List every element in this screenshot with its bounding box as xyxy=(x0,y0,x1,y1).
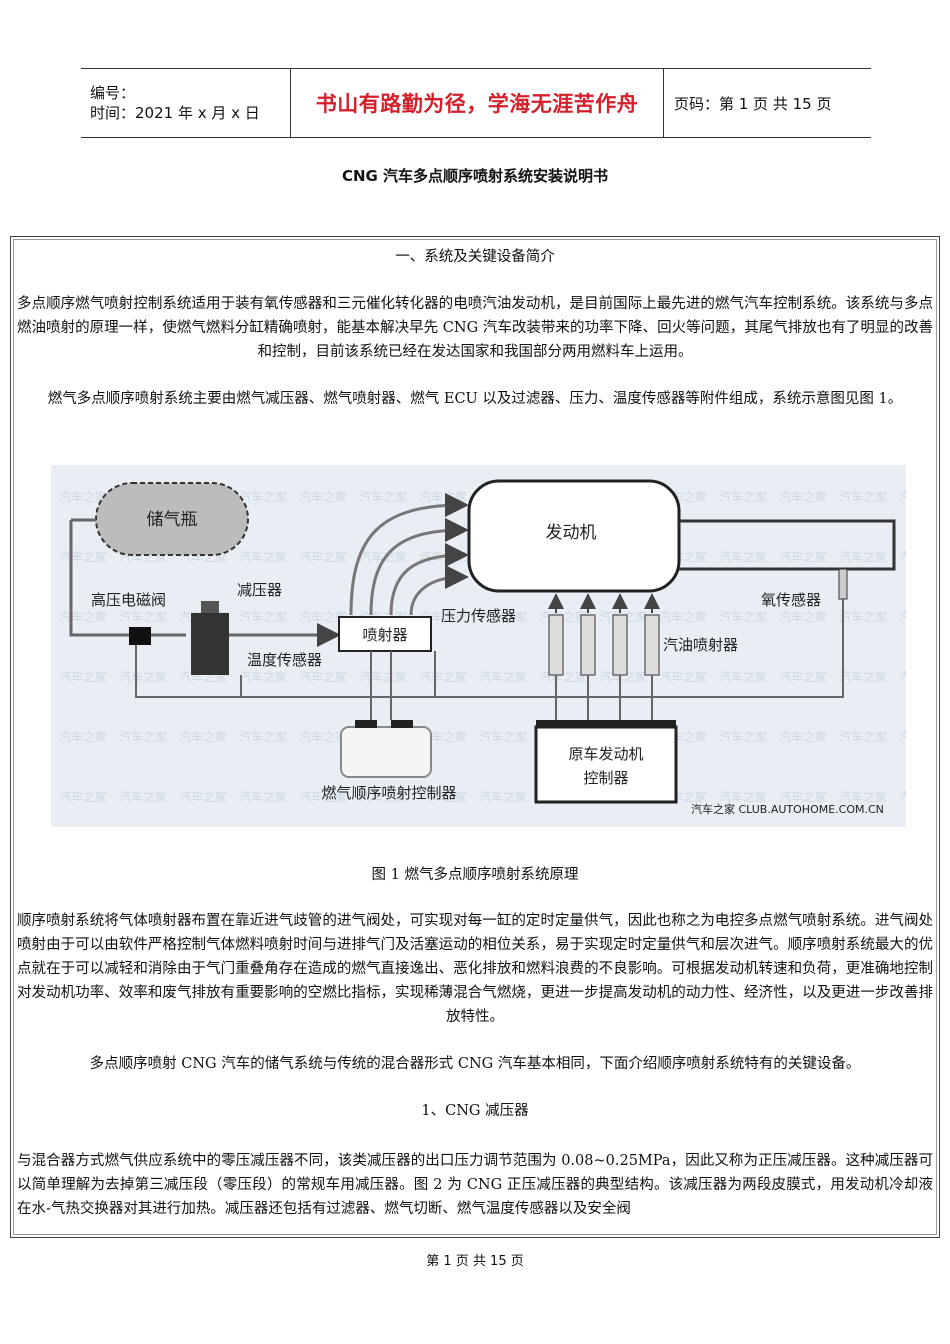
content-box: 一、系统及关键设备简介 多点顺序燃气喷射控制系统适用于装有氧传感器和三元催化转化… xyxy=(10,236,940,1238)
solenoid-label: 高压电磁阀 xyxy=(91,591,166,609)
pressure-sensor-label: 压力传感器 xyxy=(441,607,516,625)
exhaust-pipe xyxy=(679,519,896,571)
oxygen-sensor-label: 氧传感器 xyxy=(761,591,821,609)
section-heading: 一、系统及关键设备简介 xyxy=(395,249,555,265)
paragraph-5: 与混合器方式燃气供应系统中的零压减压器不同，该类减压器的出口压力调节范围为 0.… xyxy=(17,1153,933,1217)
paragraph-3: 顺序喷射系统将气体喷射器布置在靠近进气歧管的进气阀处，可实现对每一缸的定时定量供… xyxy=(17,913,933,1025)
injector-label: 喷射器 xyxy=(362,626,407,644)
original-ecu-label-2: 控制器 xyxy=(583,769,628,787)
original-ecu-label-1: 原车发动机 xyxy=(568,745,643,763)
time-label: 时间：2021 年 x 月 x 日 xyxy=(90,104,260,122)
oxygen-sensor xyxy=(838,568,848,600)
paragraph-1: 多点顺序燃气喷射控制系统适用于装有氧传感器和三元催化转化器的电喷汽油发动机，是目… xyxy=(17,296,933,360)
figure-caption: 图 1 燃气多点顺序喷射系统原理 xyxy=(371,867,579,883)
number-label: 编号： xyxy=(90,84,136,102)
gas-controller-label: 燃气顺序喷射控制器 xyxy=(321,784,456,802)
paragraph-2: 燃气多点顺序喷射系统主要由燃气减压器、燃气喷射器、燃气 ECU 以及过滤器、压力… xyxy=(47,391,903,407)
page-footer: 第 1 页 共 15 页 xyxy=(426,1254,524,1269)
motto: 书山有路勤为径，学海无涯苦作舟 xyxy=(315,92,639,116)
document-title: CNG 汽车多点顺序喷射系统安装说明书 xyxy=(341,167,609,185)
original-ecu xyxy=(534,725,678,804)
injector-rail xyxy=(338,616,432,652)
solenoid-valve xyxy=(129,627,151,645)
engine xyxy=(467,479,681,593)
high-pressure-line xyxy=(69,518,131,637)
signal-wiring xyxy=(135,599,844,727)
header-table: 编号： 时间：2021 年 x 月 x 日 书山有路勤为径，学海无涯苦作舟 页码… xyxy=(81,68,871,138)
injector-arrows xyxy=(548,593,660,613)
gasoline-injectors xyxy=(548,614,660,676)
tank-label: 储气瓶 xyxy=(147,510,198,530)
temp-sensor-label: 温度传感器 xyxy=(247,651,322,669)
page-info: 页码：第 1 页 共 15 页 xyxy=(674,94,832,113)
gas-controller xyxy=(340,726,432,778)
gasoline-injector-label: 汽油喷射器 xyxy=(663,636,738,654)
gas-lines-to-engine xyxy=(349,493,469,616)
paragraph-4: 多点顺序喷射 CNG 汽车的储气系统与传统的混合器形式 CNG 汽车基本相同，下… xyxy=(89,1056,861,1072)
header-motto-cell: 书山有路勤为径，学海无涯苦作舟 xyxy=(290,69,664,137)
header-meta: 编号： 时间：2021 年 x 月 x 日 xyxy=(81,69,290,137)
watermark-text: 汽车之家 CLUB.AUTOHOME.COM.CN xyxy=(691,802,884,816)
subheading-reducer: 1、CNG 减压器 xyxy=(421,1103,529,1119)
reducer xyxy=(191,613,229,675)
reducer-label: 减压器 xyxy=(237,581,282,599)
engine-label: 发动机 xyxy=(546,523,597,543)
system-diagram: 汽车之家 储气瓶 发动机 高压电磁阀 减压器 温度传感器 喷射器 压力传感器 xyxy=(51,465,906,827)
